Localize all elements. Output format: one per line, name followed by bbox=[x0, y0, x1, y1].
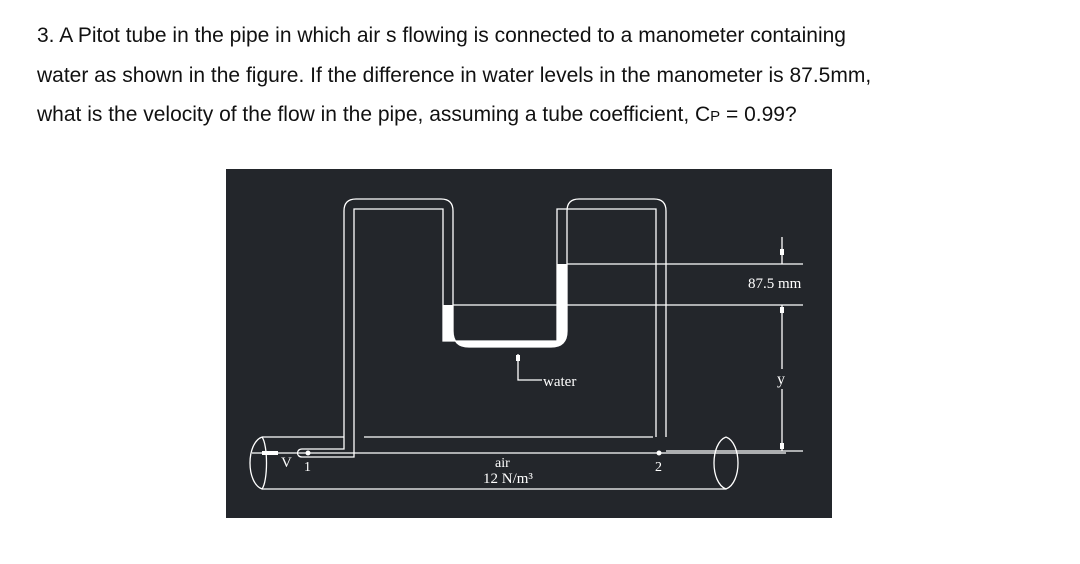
water-label: water bbox=[543, 374, 576, 390]
pitot-tube-outer bbox=[296, 437, 355, 458]
point-1-label: 1 bbox=[304, 460, 311, 475]
question-line-1: 3. A Pitot tube in the pipe in which air… bbox=[37, 24, 846, 47]
question-line-3-text: what is the velocity of the flow in the … bbox=[37, 103, 711, 126]
point-1-marker bbox=[305, 450, 311, 456]
question-text: 3. A Pitot tube in the pipe in which air… bbox=[37, 16, 1057, 137]
coefficient-subscript: P bbox=[710, 108, 721, 125]
y-label: y bbox=[777, 371, 785, 388]
water-leader-line bbox=[517, 354, 542, 381]
pipe-right-end bbox=[713, 436, 739, 490]
point-2-marker bbox=[656, 450, 662, 456]
dimension-tick-top bbox=[780, 249, 784, 255]
pitot-manometer-figure: 87.5 mm y water air 12 N/m³ V 1 2 bbox=[226, 169, 832, 518]
air-label: air bbox=[495, 456, 510, 471]
question-line-3-value: = 0.99? bbox=[720, 103, 797, 126]
figure-drawing: 87.5 mm y water air 12 N/m³ V 1 2 bbox=[226, 169, 832, 518]
dimension-tick-mid bbox=[780, 307, 784, 313]
specific-weight-label: 12 N/m³ bbox=[483, 471, 533, 487]
dimension-tick-bottom bbox=[780, 443, 784, 449]
dimension-label: 87.5 mm bbox=[748, 276, 802, 292]
question-line-3: what is the velocity of the flow in the … bbox=[37, 95, 1057, 137]
water-leader-tick bbox=[516, 355, 520, 361]
point-2-label: 2 bbox=[655, 460, 662, 475]
question-line-2: water as shown in the figure. If the dif… bbox=[37, 63, 872, 87]
velocity-label: V bbox=[281, 455, 292, 471]
velocity-arrow-stem bbox=[262, 451, 278, 455]
